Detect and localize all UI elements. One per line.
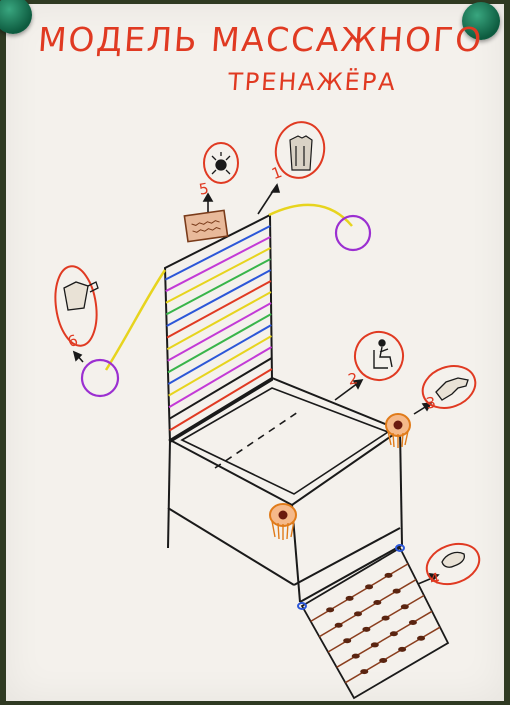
garment-icon (290, 136, 312, 170)
footrest-bead (326, 607, 334, 612)
footrest-bead (365, 584, 373, 589)
footrest-bead (371, 642, 379, 647)
footrest (298, 545, 448, 698)
footrest-bead (362, 627, 370, 632)
footrest-bead (417, 636, 425, 641)
backrest-stripe (166, 248, 270, 303)
seated-person-icon (374, 340, 392, 368)
footrest-bead (360, 669, 368, 674)
backrest-stripe (166, 237, 271, 291)
footrest-bead (390, 631, 398, 636)
backrest-stripe (170, 369, 272, 430)
hand-icon (436, 378, 468, 400)
backrest-stripe (168, 325, 271, 384)
footrest-bead (398, 647, 406, 652)
side-rollers (270, 414, 410, 540)
backrest-stripes (165, 226, 272, 430)
backrest-stripe (166, 259, 270, 314)
backrest-stripe (167, 292, 271, 349)
backrest-stripe (167, 281, 271, 338)
footrest-bead (373, 600, 381, 605)
footrest-bead (393, 589, 401, 594)
footrest-bead (401, 604, 409, 609)
footrest-bead (346, 596, 354, 601)
backrest-stripe (168, 314, 271, 372)
backrest (165, 215, 272, 442)
vibration-icon (212, 152, 230, 174)
footrest-bead (379, 658, 387, 663)
footrest-bead (354, 611, 362, 616)
arm-massage-icon (64, 282, 98, 310)
cables (106, 205, 352, 370)
footrest-bead (382, 616, 390, 621)
footrest-bead (352, 654, 360, 659)
backrest-stripe (167, 270, 271, 326)
footrest-bead (409, 620, 417, 625)
footrest-bead (385, 573, 393, 578)
backrest-stripe (168, 303, 271, 361)
vibration-pad (184, 210, 227, 241)
backrest-stripe (169, 347, 272, 407)
foot-icon (442, 552, 464, 567)
footrest-bead (335, 623, 343, 628)
footrest-bead (343, 638, 351, 643)
